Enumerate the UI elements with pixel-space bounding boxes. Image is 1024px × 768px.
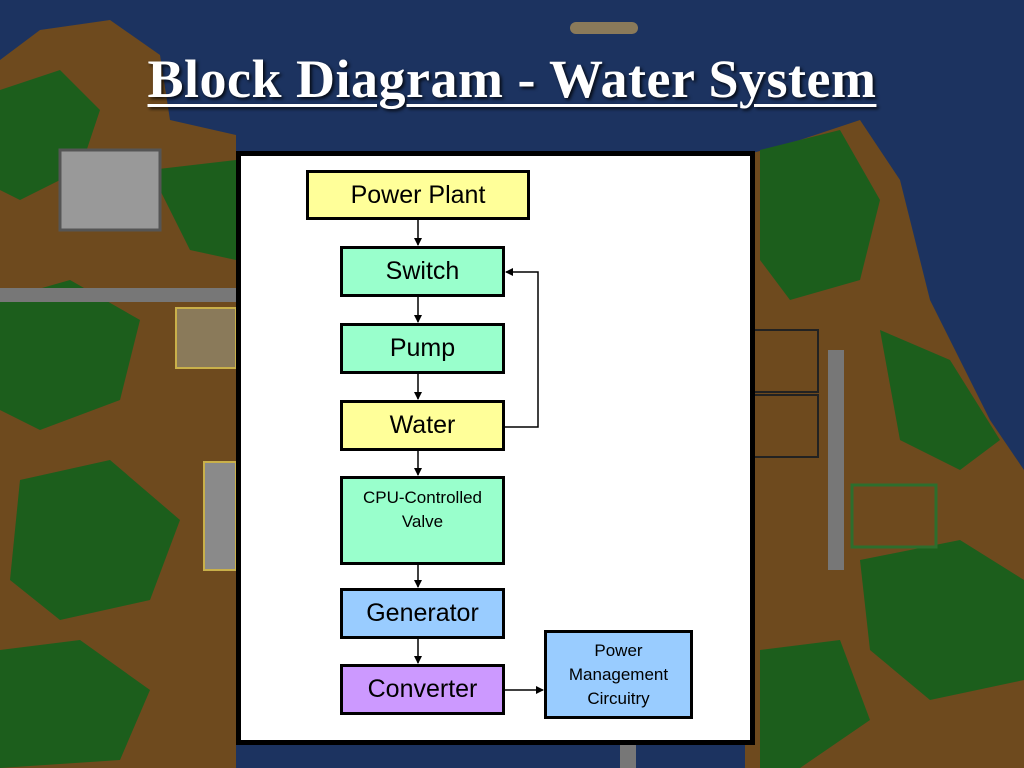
power-plant-label: Power Plant	[350, 180, 486, 209]
building-harbor	[58, 148, 162, 232]
valve-label: CPU-Controlled Valve	[363, 486, 482, 534]
power-plant-block: Power Plant	[306, 170, 530, 220]
valve-block: CPU-Controlled Valve	[340, 476, 505, 565]
building-a	[175, 307, 237, 369]
slide-title: Block Diagram - Water System	[147, 49, 877, 109]
forest-right	[760, 130, 1024, 768]
power-management-block: Power Management Circuitry	[544, 630, 693, 719]
switch-label: Switch	[385, 257, 460, 285]
road-right	[828, 350, 844, 570]
building-b	[751, 329, 819, 393]
building-e	[203, 461, 237, 571]
valve-label-line1: CPU-Controlled	[362, 488, 483, 507]
generator-block: Generator	[340, 588, 505, 639]
forest-left	[0, 70, 236, 768]
water-label: Water	[389, 411, 456, 439]
pmc-label-line3: Circuitry	[587, 688, 650, 708]
road-left	[0, 288, 236, 302]
pmc-label-line1: Power	[594, 640, 643, 660]
pump-label: Pump	[389, 334, 456, 362]
road-bottom	[620, 740, 636, 768]
pump-block: Pump	[340, 323, 505, 374]
boat	[570, 22, 638, 34]
converter-block: Converter	[340, 664, 505, 715]
switch-block: Switch	[340, 246, 505, 297]
water-block: Water	[340, 400, 505, 451]
power-management-label: Power Management Circuitry	[569, 639, 668, 711]
generator-label: Generator	[366, 599, 479, 627]
valve-label-line2: Valve	[401, 512, 444, 531]
building-d	[850, 483, 938, 549]
converter-label: Converter	[367, 675, 478, 703]
building-c	[751, 394, 819, 458]
pmc-label-line2: Management	[568, 664, 669, 684]
